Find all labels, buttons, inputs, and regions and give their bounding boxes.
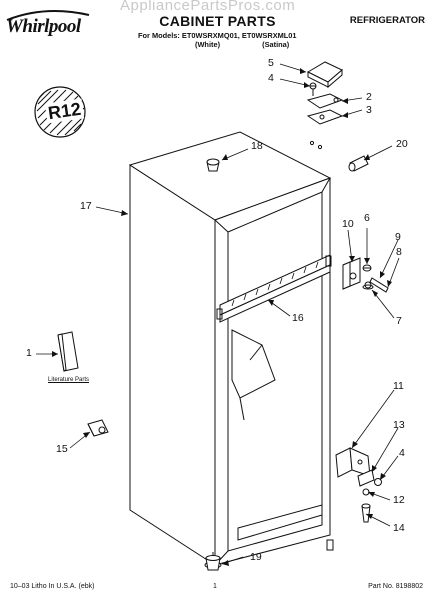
roller-part	[87, 419, 109, 437]
callout-2: 2	[366, 91, 372, 103]
leader-arrowheads	[52, 68, 392, 566]
cabinet-body	[128, 131, 334, 566]
center-hinge-assembly	[342, 257, 389, 293]
callout-4-top: 4	[268, 72, 274, 84]
category-label: REFRIGERATOR	[349, 15, 425, 26]
callout-13: 13	[393, 419, 405, 431]
callout-18: 18	[251, 140, 263, 152]
top-plug	[206, 158, 220, 172]
callout-17: 17	[80, 200, 92, 212]
callout-10: 10	[342, 218, 354, 230]
callout-14: 14	[393, 522, 405, 534]
brand-logo: Whirlpool	[6, 16, 81, 37]
callout-7: 7	[396, 315, 402, 327]
footer-litho: 10–03 Litho In U.S.A. (ebk)	[10, 583, 95, 590]
whirlpool-swoosh-icon	[6, 10, 90, 21]
literature-booklet	[57, 331, 79, 372]
callout-5: 5	[268, 57, 274, 69]
models-line: For Models: ET0WSRXMQ01, ET0WSRXML01	[138, 31, 297, 40]
callout-9: 9	[395, 231, 401, 243]
leveling-leg	[204, 552, 222, 571]
callout-11: 11	[393, 380, 404, 392]
callout-12: 12	[393, 494, 405, 506]
page-title: CABINET PARTS	[159, 13, 276, 29]
bottom-hinge-assembly	[335, 447, 382, 523]
footer-part-number: Part No. 8198802	[368, 583, 423, 590]
callout-4-bottom: 4	[399, 447, 405, 459]
cabinet-plug	[348, 155, 369, 172]
callout-16: 16	[292, 312, 304, 324]
model-variants: (White) (Satina)	[195, 40, 305, 49]
variant-white: (White)	[195, 40, 221, 49]
variant-satina: (Satina)	[262, 40, 290, 49]
callout-20: 20	[396, 138, 408, 150]
callout-3: 3	[366, 104, 372, 116]
footer-page-number: 1	[213, 583, 217, 590]
callout-15: 15	[56, 443, 68, 455]
callout-8: 8	[396, 246, 402, 258]
watermark-text: AppliancePartsPros.com	[120, 0, 296, 14]
callout-6: 6	[364, 212, 370, 224]
literature-parts-label: Literature Parts	[48, 377, 90, 383]
callout-19: 19	[250, 551, 262, 563]
callout-1: 1	[26, 347, 32, 359]
top-hinge-assembly	[306, 61, 344, 125]
